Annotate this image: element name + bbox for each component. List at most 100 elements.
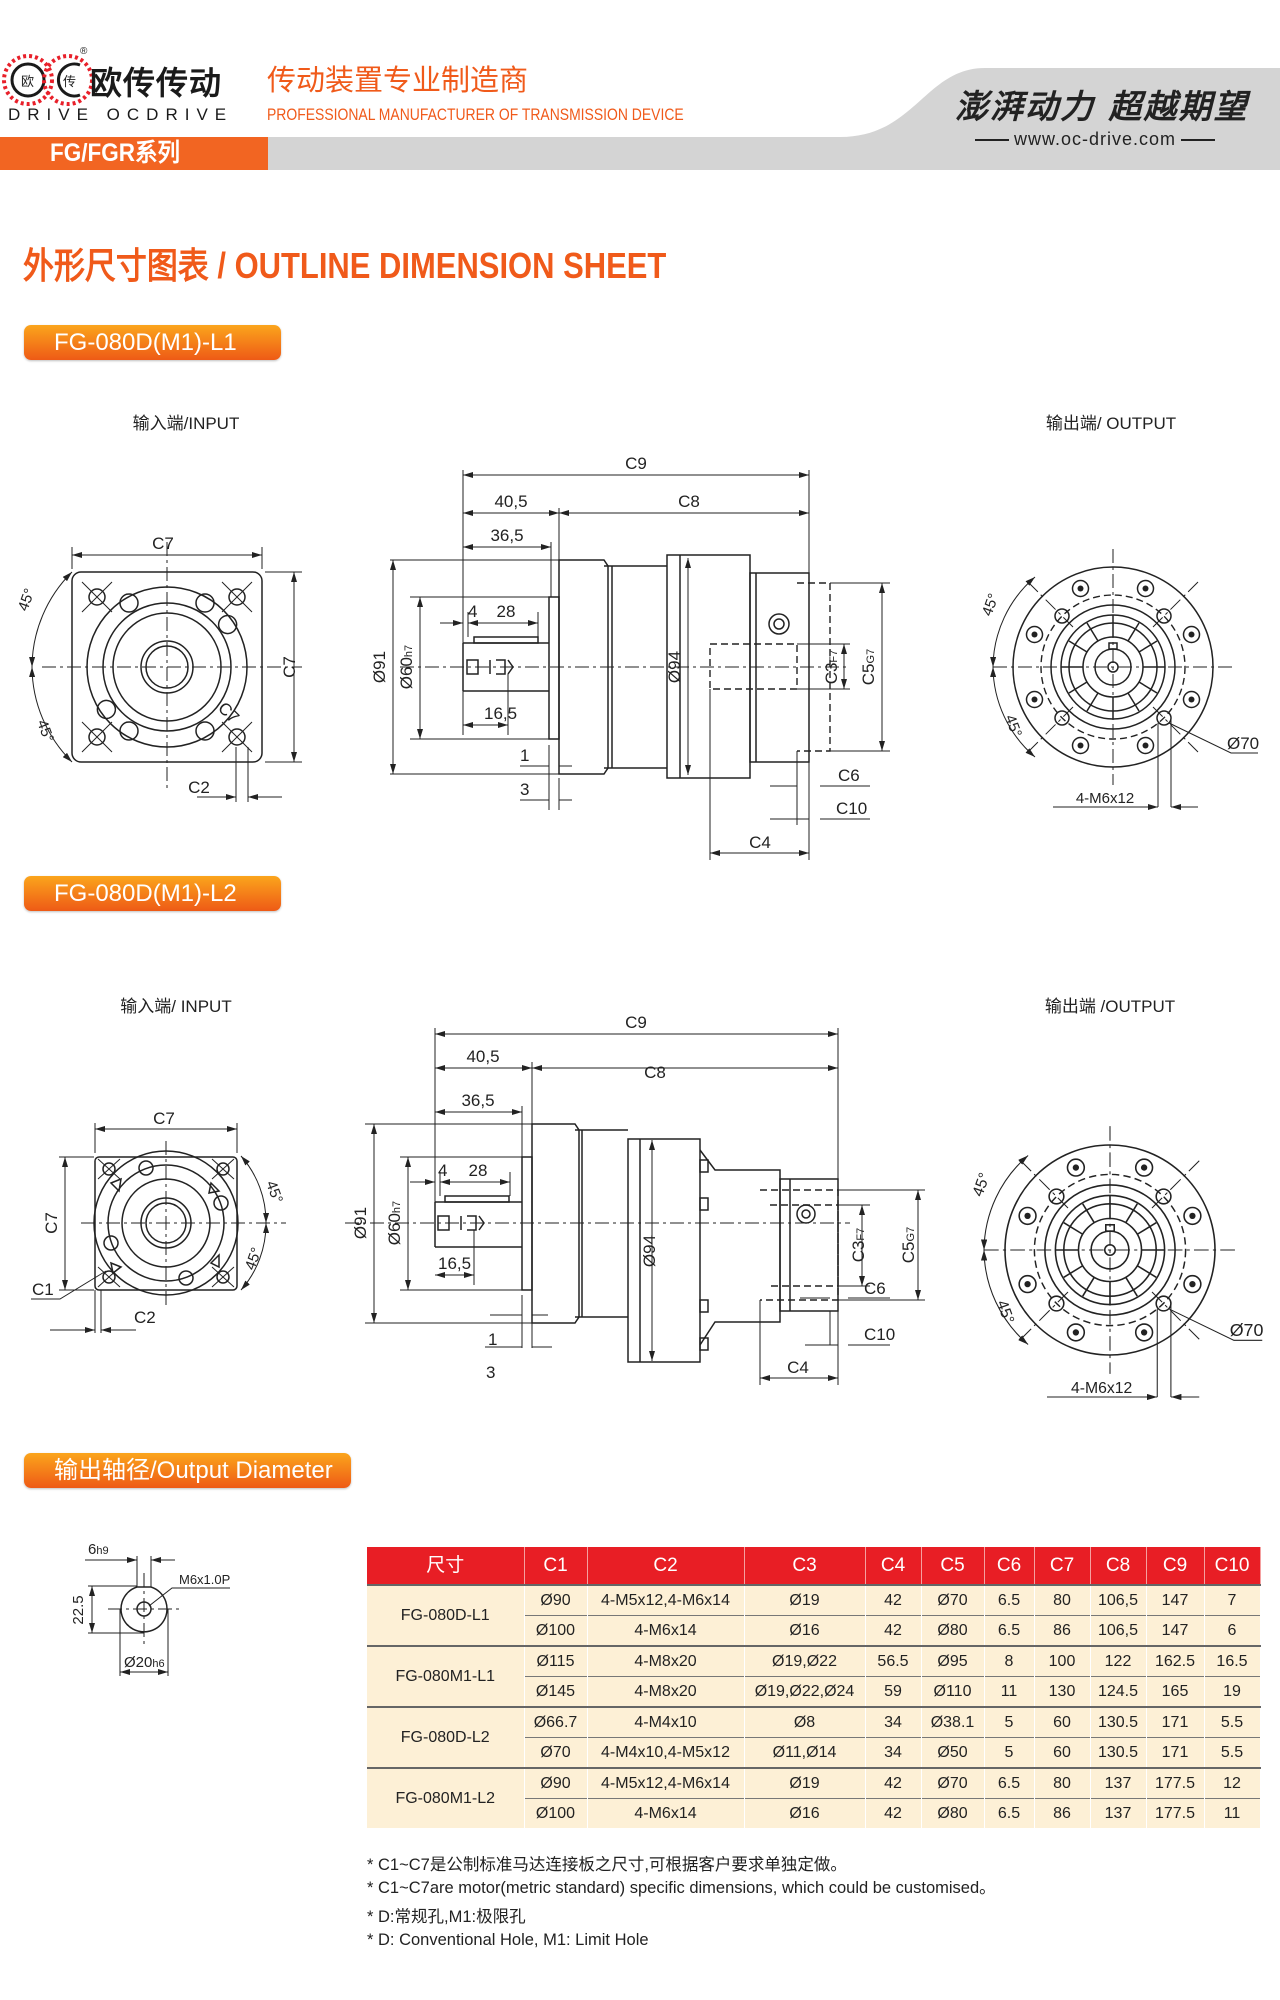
table-cell: Ø70 xyxy=(921,1767,985,1799)
angle-45-label: 45° xyxy=(1001,713,1025,740)
table-cell: 4-M4x10 xyxy=(587,1706,745,1738)
table-cell: 124.5 xyxy=(1090,1676,1147,1707)
table-cell: 100 xyxy=(1034,1645,1091,1677)
section-pill-l1: FG-080D(M1)-L1 xyxy=(24,325,281,360)
dim-36-5: 36,5 xyxy=(490,526,523,545)
column-header: C9 xyxy=(1146,1547,1205,1585)
dim-4-m6x12: 4-M6x12 xyxy=(1076,790,1134,807)
series-tab: FG/FGR系列 xyxy=(0,137,268,170)
dim-c4: C4 xyxy=(749,833,771,852)
table-cell: 4-M8x20 xyxy=(587,1645,745,1677)
dim-d91: Ø91 xyxy=(370,651,389,683)
column-header: C5 xyxy=(921,1547,985,1585)
table-cell: 42 xyxy=(865,1798,922,1828)
logo-gears: 欧 传 ® xyxy=(2,46,94,106)
table-cell: Ø50 xyxy=(921,1737,985,1768)
table-cell: Ø19,Ø22 xyxy=(744,1645,866,1677)
column-header: C6 xyxy=(984,1547,1035,1585)
input-flange-view: C7 C7 C7 C2 45° 45° xyxy=(15,534,302,802)
dim-c8: C8 xyxy=(678,492,700,511)
table-cell: Ø110 xyxy=(921,1676,985,1707)
model-cell: FG-080D-L2 xyxy=(367,1706,525,1768)
table-cell: 86 xyxy=(1034,1615,1091,1646)
tagline-en: PROFESSIONAL MANUFACTURER OF TRANSMISSIO… xyxy=(267,105,684,124)
dim-3: 3 xyxy=(520,780,529,799)
dim-d91: Ø91 xyxy=(351,1207,370,1239)
dim-c7-side: C7 xyxy=(42,1212,61,1234)
table-cell: 147 xyxy=(1146,1615,1205,1646)
website-url[interactable]: www.oc-drive.com xyxy=(970,129,1220,149)
input-view-label: 输入端/INPUT xyxy=(133,414,240,433)
table-cell: Ø100 xyxy=(524,1615,588,1646)
model-cell: FG-080D-L1 xyxy=(367,1584,525,1646)
dim-28: 28 xyxy=(469,1161,488,1180)
table-cell: 171 xyxy=(1146,1706,1205,1738)
dim-36-5: 36,5 xyxy=(461,1091,494,1110)
column-header: C3 xyxy=(744,1547,866,1585)
table-cell: 6.5 xyxy=(984,1798,1035,1828)
table-cell: 59 xyxy=(865,1676,922,1707)
dim-c2: C2 xyxy=(134,1308,156,1327)
dim-c9: C9 xyxy=(625,1013,647,1032)
table-cell: 162.5 xyxy=(1146,1645,1205,1677)
table-cell: Ø11,Ø14 xyxy=(744,1737,866,1768)
table-cell: 80 xyxy=(1034,1584,1091,1616)
svg-text:传: 传 xyxy=(63,74,76,89)
dim-c5g7: C5G7 xyxy=(859,649,878,685)
dim-16-5: 16,5 xyxy=(484,704,517,723)
angle-45-label: 45° xyxy=(242,1245,266,1272)
dim-3: 3 xyxy=(486,1363,495,1382)
table-cell: 6.5 xyxy=(984,1767,1035,1799)
dim-d70: Ø70 xyxy=(1230,1320,1264,1340)
dim-c6: C6 xyxy=(864,1279,886,1298)
svg-text:欧: 欧 xyxy=(21,74,34,89)
table-cell: 5 xyxy=(984,1706,1035,1738)
section-title: 输出轴径/Output Diameter xyxy=(54,1457,333,1484)
dim-c9: C9 xyxy=(625,454,647,473)
brand-name-en: DRIVE OCDRIVE xyxy=(8,105,234,124)
table-cell: 4-M5x12,4-M6x14 xyxy=(587,1584,745,1616)
output-flange-view: 45° 45° Ø70 4-M6x12 xyxy=(979,549,1259,807)
section-pill-output-diameter: 输出轴径/Output Diameter xyxy=(24,1453,351,1488)
output-flange-view: 45° 45° Ø70 4-M6x12 xyxy=(970,1126,1264,1397)
table-cell: 130.5 xyxy=(1090,1737,1147,1768)
table-cell: 60 xyxy=(1034,1737,1091,1768)
table-cell: 42 xyxy=(865,1615,922,1646)
output-view-label: 输出端 /OUTPUT xyxy=(1045,997,1175,1016)
table-cell: 130 xyxy=(1034,1676,1091,1707)
dim-40-5: 40,5 xyxy=(466,1047,499,1066)
dim-40-5: 40,5 xyxy=(494,492,527,511)
table-cell: 6.5 xyxy=(984,1584,1035,1616)
table-cell: Ø16 xyxy=(744,1798,866,1828)
table-cell: 177.5 xyxy=(1146,1798,1205,1828)
dim-c7-side: C7 xyxy=(280,656,299,678)
table-cell: 86 xyxy=(1034,1798,1091,1828)
column-header: C4 xyxy=(865,1547,922,1585)
table-cell: Ø38.1 xyxy=(921,1706,985,1738)
table-cell: 4-M4x10,4-M5x12 xyxy=(587,1737,745,1768)
table-cell: 137 xyxy=(1090,1798,1147,1828)
table-cell: Ø100 xyxy=(524,1798,588,1828)
dim-c10: C10 xyxy=(864,1325,895,1344)
table-cell: Ø19 xyxy=(744,1767,866,1799)
table-cell: 8 xyxy=(984,1645,1035,1677)
table-cell: Ø70 xyxy=(921,1584,985,1616)
footnote: * C1~C7are motor(metric standard) specif… xyxy=(367,1879,996,1897)
table-cell: 34 xyxy=(865,1706,922,1738)
dim-c4: C4 xyxy=(787,1358,809,1377)
table-cell: Ø19 xyxy=(744,1584,866,1616)
table-cell: Ø90 xyxy=(524,1584,588,1616)
table-cell: 60 xyxy=(1034,1706,1091,1738)
key-width-label: 6h9 xyxy=(88,1541,109,1558)
model-cell: FG-080M1-L2 xyxy=(367,1767,525,1828)
dim-c3f7: C3F7 xyxy=(822,650,841,685)
table-cell: 6 xyxy=(1204,1615,1261,1646)
table-cell: 7 xyxy=(1204,1584,1261,1616)
table-cell: 4-M8x20 xyxy=(587,1676,745,1707)
table-cell: 147 xyxy=(1146,1584,1205,1616)
